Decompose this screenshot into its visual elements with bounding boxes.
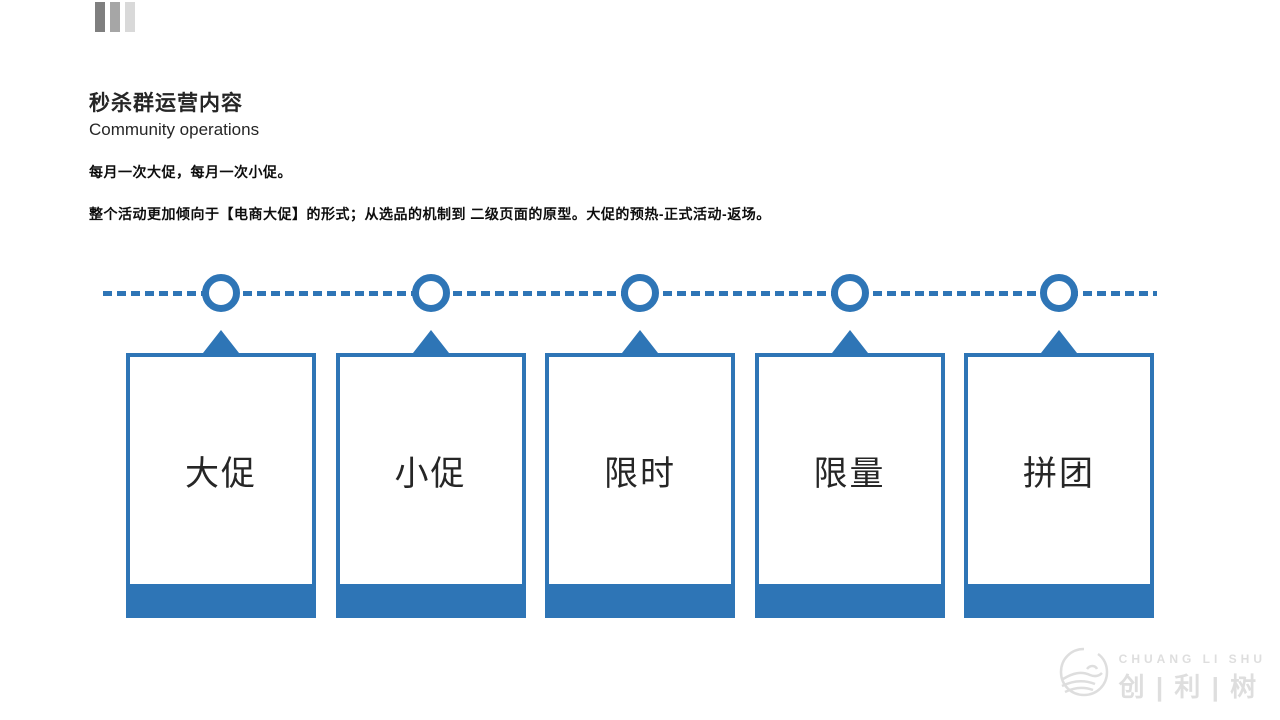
deco-bar-light [125,2,135,32]
card-label: 限量 [813,455,886,493]
timeline-columns: 大促 小促 限时 限量 [126,274,1154,618]
watermark-swoosh-icon [1057,645,1111,710]
timeline-column: 小促 [335,274,526,618]
content-card: 小促 [335,353,526,618]
timeline-column: 限量 [754,274,945,618]
content-card: 限量 [754,353,945,618]
content-card: 大促 [126,353,316,618]
watermark-brand-en: CHUANG LI SHU [1118,651,1266,666]
card-label: 拼团 [1023,455,1095,493]
card-label: 小促 [394,455,467,493]
watermark: CHUANG LI SHU 创 | 利 | 树 [1057,645,1266,710]
arrow-up-icon [831,330,868,353]
logo-bars-decoration [95,2,135,32]
card-label: 限时 [604,455,676,493]
timeline-node-circle [202,274,240,312]
page-title: 秒杀群运营内容 [89,92,243,115]
deco-bar-dark [95,2,105,32]
timeline-column: 大促 [126,274,316,618]
timeline-node-circle [830,274,869,312]
arrow-up-icon [203,330,239,353]
card-footer-bar [339,584,522,614]
content-card: 拼团 [964,353,1154,618]
page-subtitle: Community operations [89,120,260,139]
timeline-node-circle [621,274,659,312]
card-footer-bar [968,584,1150,614]
body-text-line2: 整个活动更加倾向于【电商大促】的形式；从选品的机制到 二级页面的原型。大促的预热… [89,206,771,222]
arrow-up-icon [622,330,658,353]
card-footer-bar [130,584,312,614]
arrow-up-icon [1041,330,1077,353]
timeline-node-circle [1040,274,1078,312]
deco-bar-medium [110,2,120,32]
timeline-node-circle [411,274,450,312]
card-label: 大促 [185,455,257,493]
arrow-up-icon [412,330,449,353]
body-text-line1: 每月一次大促，每月一次小促。 [89,164,292,180]
content-card: 限时 [545,353,735,618]
timeline-column: 拼团 [964,274,1154,618]
card-footer-bar [549,584,731,614]
timeline-column: 限时 [545,274,735,618]
watermark-brand-cn: 创 | 利 | 树 [1118,671,1259,702]
card-footer-bar [758,584,941,614]
